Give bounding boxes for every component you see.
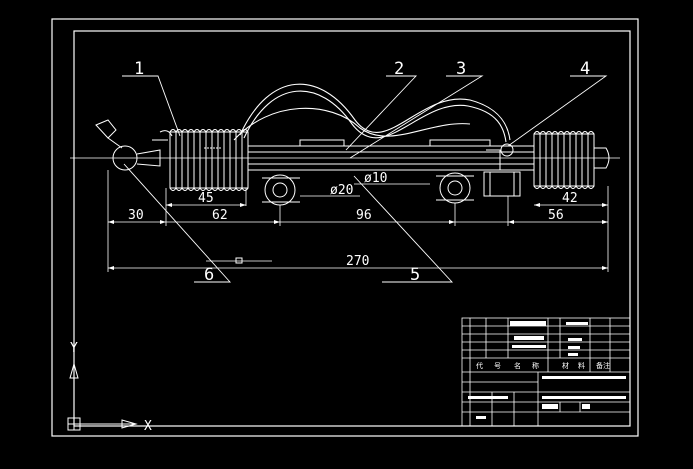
dim-270: 270 (346, 254, 369, 269)
dimension-arrows (108, 203, 608, 270)
callout-3: 3 (456, 59, 466, 79)
title-block-fills (468, 321, 626, 419)
dim-45: 45 (198, 191, 214, 206)
small-marker (235, 257, 243, 264)
inner-frame (73, 30, 631, 427)
right-bellows-boot (500, 131, 610, 189)
tb-header-cai: 材 (562, 361, 569, 370)
rack-housing (248, 139, 534, 197)
dim-96: 96 (356, 208, 372, 223)
left-tie-rod-end (95, 119, 173, 171)
dim-62: 62 (212, 208, 228, 223)
mounting-bosses (262, 172, 474, 206)
tb-header-hao: 号 (494, 362, 501, 370)
tb-header-dai: 代 (476, 361, 483, 370)
dimension-lines (107, 170, 609, 272)
callout-1: 1 (134, 59, 144, 79)
title-block (461, 317, 631, 427)
axis-y-label: Y (70, 341, 78, 356)
callout-leaders (122, 75, 608, 283)
dim-phi10: ø10 (364, 171, 387, 186)
callout-2: 2 (394, 59, 404, 79)
axis-x-label: X (144, 419, 152, 434)
left-bellows-boot (169, 129, 249, 191)
ucs-icon (67, 356, 138, 431)
callout-4: 4 (580, 59, 590, 79)
transfer-pipes (233, 83, 511, 143)
dim-42: 42 (562, 191, 578, 206)
outer-frame (51, 18, 639, 437)
tb-header-beizhu: 备注 (596, 361, 610, 370)
dim-56: 56 (548, 208, 564, 223)
dim-30: 30 (128, 208, 144, 223)
tb-header-ming: 名 (514, 361, 521, 370)
callout-6: 6 (204, 265, 214, 285)
callout-5: 5 (410, 265, 420, 285)
tb-header-cheng: 称 (532, 361, 539, 370)
tb-header-liao: 料 (578, 361, 585, 370)
dim-phi20: ø20 (330, 183, 353, 198)
